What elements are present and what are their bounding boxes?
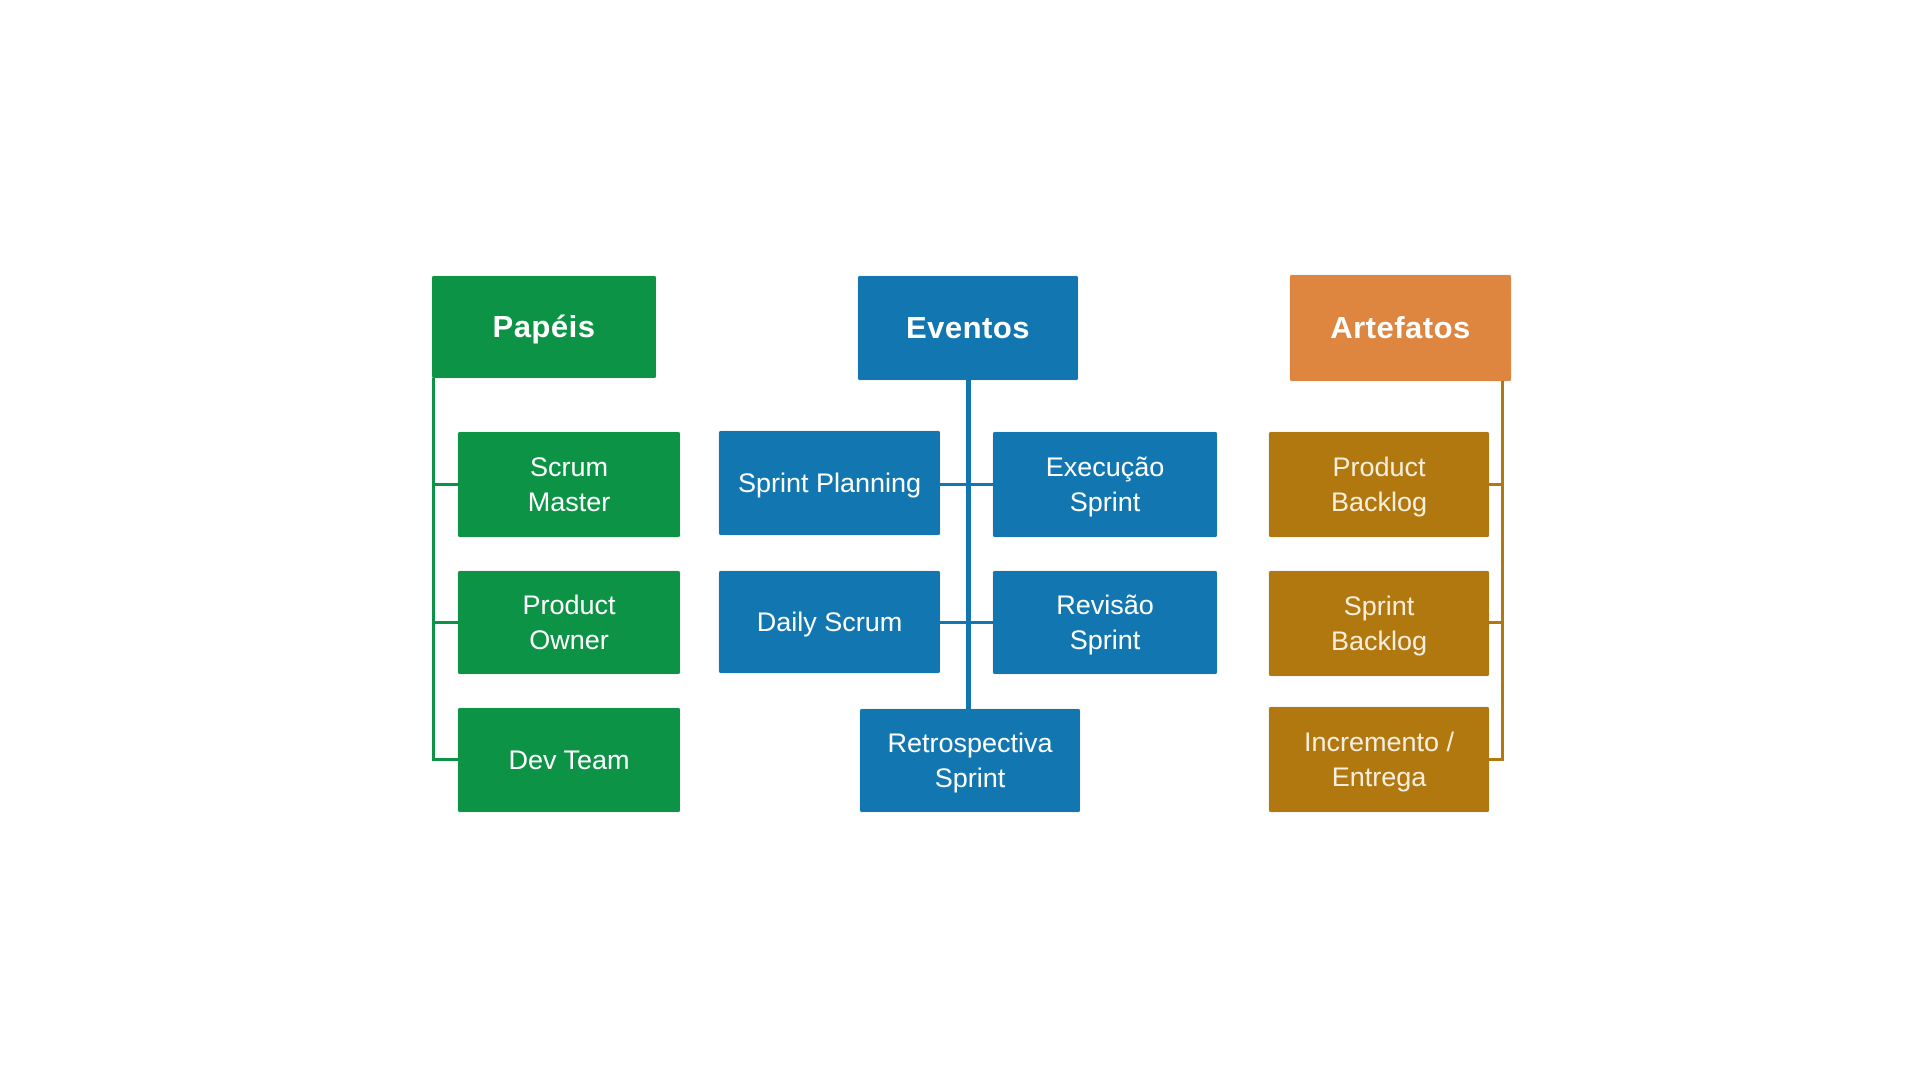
node-product-backlog: Product Backlog (1269, 432, 1489, 537)
header-eventos: Eventos (858, 276, 1078, 380)
node-sprint-planning-label: Sprint Planning (737, 467, 922, 498)
connector-artefatos-stub-2 (1489, 621, 1503, 624)
node-scrum-master: Scrum Master (458, 432, 680, 537)
header-artefatos-label: Artefatos (1330, 310, 1471, 346)
connector-papeis-stub-2 (432, 621, 460, 624)
connector-eventos-stub-2 (940, 621, 993, 624)
node-product-owner-label: Product Owner (522, 589, 616, 655)
node-dev-team-label: Dev Team (508, 744, 630, 775)
connector-papeis-stub-1 (432, 483, 460, 486)
node-incremento-entrega-label: Incremento / Entrega (1303, 726, 1455, 792)
header-papeis-label: Papéis (492, 309, 596, 345)
node-incremento-entrega: Incremento / Entrega (1269, 707, 1489, 812)
node-sprint-planning: Sprint Planning (719, 431, 940, 535)
header-artefatos: Artefatos (1290, 275, 1511, 381)
node-execucao-sprint: Execução Sprint (993, 432, 1217, 537)
node-revisao-sprint-label: Revisão Sprint (1056, 589, 1154, 655)
header-papeis: Papéis (432, 276, 656, 378)
connector-artefatos-trunk (1501, 379, 1504, 761)
node-product-owner: Product Owner (458, 571, 680, 674)
node-dev-team: Dev Team (458, 708, 680, 812)
connector-artefatos-stub-1 (1489, 483, 1503, 486)
node-scrum-master-label: Scrum Master (527, 451, 611, 517)
connector-artefatos-stub-3 (1489, 758, 1503, 761)
node-revisao-sprint: Revisão Sprint (993, 571, 1217, 674)
connector-eventos-stub-1 (940, 483, 993, 486)
node-product-backlog-label: Product Backlog (1330, 451, 1428, 517)
node-retrospectiva-sprint-label: Retrospectiva Sprint (887, 727, 1053, 793)
connector-papeis-stub-3 (432, 758, 460, 761)
node-retrospectiva-sprint: Retrospectiva Sprint (860, 709, 1080, 812)
node-sprint-backlog-label: Sprint Backlog (1330, 590, 1428, 656)
connector-eventos-trunk (966, 379, 971, 710)
connector-papeis-trunk (432, 378, 435, 761)
node-daily-scrum: Daily Scrum (719, 571, 940, 673)
node-sprint-backlog: Sprint Backlog (1269, 571, 1489, 676)
header-eventos-label: Eventos (905, 310, 1031, 346)
node-execucao-sprint-label: Execução Sprint (1045, 451, 1165, 517)
node-daily-scrum-label: Daily Scrum (756, 606, 903, 637)
